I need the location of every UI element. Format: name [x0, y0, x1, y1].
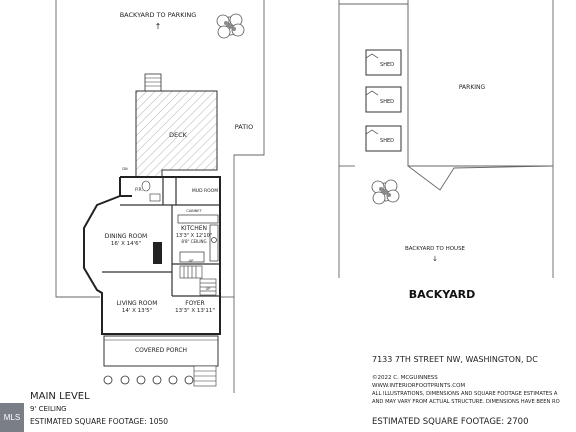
copyright: ©2022 C. MCGUINNESS [372, 374, 438, 381]
dining-room-label: DINING ROOM [105, 233, 147, 240]
level-name: MAIN LEVEL [30, 391, 90, 402]
mls-badge: MLS [0, 403, 24, 432]
front-steps [193, 365, 217, 387]
powder-room-label: P.R. [135, 187, 143, 193]
level-ceiling: 9' CEILING [30, 405, 67, 413]
interior-walls [102, 177, 220, 297]
patio-label: PATIO [235, 123, 253, 131]
back-stairs [144, 73, 162, 92]
backyard-title: BACKYARD [409, 288, 476, 301]
fireplace [153, 242, 162, 264]
stairs-up-label: UP [189, 259, 194, 263]
shed-2 [365, 86, 402, 113]
living-room-dimensions: 14' X 13'5" [122, 308, 152, 314]
living-room-label: LIVING ROOM [117, 300, 158, 307]
level-square-footage: ESTIMATED SQUARE FOOTAGE: 1050 [30, 417, 168, 426]
main-level-lot [55, 0, 265, 393]
website: WWW.INTERIORFOOTPRINTS.COM [372, 383, 465, 389]
kitchen-label: KITCHEN [181, 225, 207, 232]
kitchen-dimensions: 13'3" X 12'10" [176, 233, 212, 239]
shed-2-label: SHED [380, 99, 394, 105]
total-square-footage: ESTIMATED SQUARE FOOTAGE: 2700 [372, 417, 529, 427]
backyard-to-house-label: BACKYARD TO HOUSE [405, 246, 466, 252]
house-walls [83, 176, 221, 335]
shed-1-label: SHED [380, 62, 394, 68]
shed-3-label: SHED [380, 138, 394, 144]
arrow-up-icon: ↑ [155, 22, 162, 31]
covered-porch [103, 335, 219, 367]
backyard-tree-icon [371, 179, 400, 205]
disclaimer-line-2: AND MAY VARY FROM ACTUAL STRUCTURE. DIME… [372, 399, 560, 405]
shed-3 [365, 125, 402, 152]
address: 7133 7TH STREET NW, WASHINGTON, DC [372, 355, 538, 364]
tree-icon [216, 13, 245, 39]
backyard-to-parking-label: BACKYARD TO PARKING [120, 11, 197, 19]
mud-room-label: MUD ROOM [192, 188, 218, 194]
arrow-down-icon: ↓ [432, 255, 438, 263]
covered-porch-label: COVERED PORCH [135, 347, 187, 354]
kitchen-fixtures [177, 214, 219, 263]
stairs-down-label: DN [122, 167, 128, 171]
kitchen-ceiling: 8'8" CEILING [181, 239, 206, 244]
deck-label: DECK [169, 131, 188, 139]
backyard-lot [338, 0, 554, 278]
interior-stairs [179, 265, 217, 296]
powder-room-fixtures [141, 180, 161, 202]
disclaimer-line-1: ALL ILLUSTRATIONS, DIMENSIONS AND SQUARE… [372, 391, 558, 397]
dining-room-dimensions: 16' X 14'6" [111, 241, 141, 247]
shed-1 [365, 49, 402, 76]
foyer-label: FOYER [185, 300, 204, 307]
porch-columns [103, 375, 194, 385]
parking-label: PARKING [459, 84, 486, 91]
stairs-up-label-2: UP [206, 287, 211, 291]
cabinet-label: CABINET [186, 209, 202, 213]
foyer-dimensions: 13'3" X 13'11" [175, 308, 215, 314]
